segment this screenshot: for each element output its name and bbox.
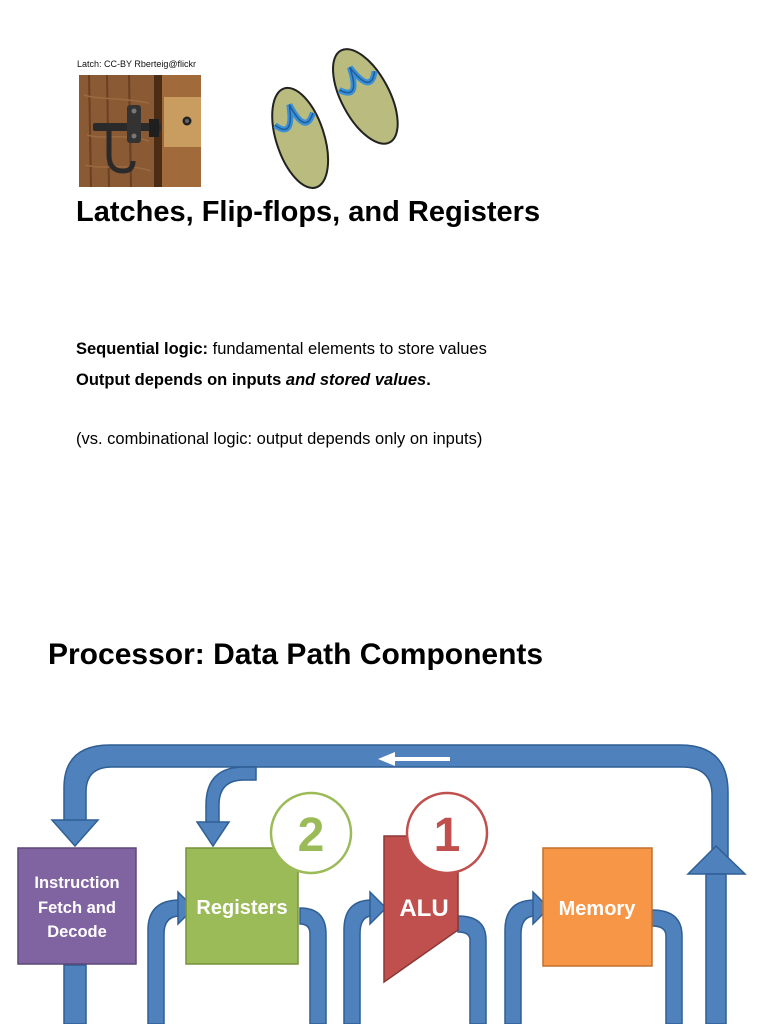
sequential-logic-line: Sequential logic: fundamental elements t… (76, 340, 487, 359)
direction-arrow (378, 752, 450, 766)
fetch-label-line3: Decode (47, 923, 107, 941)
slide-latches: Latch: CC-BY Rberteig@flickr Latches (76, 48, 541, 448)
combinational-note: (vs. combinational logic: output depends… (76, 430, 483, 448)
slide-data-path: Processor: Data Path Components (0, 600, 768, 1024)
flip-flops-image (271, 48, 399, 189)
memory-box (542, 847, 653, 967)
data-path-diagram: Instruction Fetch and Decode Registers 2… (17, 744, 747, 1024)
image-credit: Latch: CC-BY Rberteig@flickr (77, 59, 197, 69)
slide-title: Latches, Flip-flops, and Registers (76, 196, 541, 228)
registers-label: Registers (196, 897, 287, 919)
fetch-label-line2: Fetch and (38, 899, 116, 917)
alu-label: ALU (399, 895, 448, 922)
latch-photo (79, 75, 201, 187)
output-depends-end: . (426, 371, 431, 389)
sequential-logic-term: Sequential logic: (76, 340, 209, 358)
fetch-decode-box (17, 847, 137, 965)
badge-2 (269, 791, 353, 875)
sequential-logic-definition: fundamental elements to store values (208, 340, 487, 358)
fetch-label-line1: Instruction (34, 874, 119, 892)
bus-arrows (50, 744, 747, 1024)
registers-box (185, 847, 299, 965)
badge-1 (405, 791, 489, 875)
output-depends-line: Output depends on inputs and stored valu… (76, 371, 431, 390)
output-depends-text: Output depends on inputs (76, 371, 286, 389)
badge-2-number: 2 (298, 809, 325, 862)
memory-label: Memory (559, 898, 637, 920)
badge-1-number: 1 (434, 809, 461, 862)
slide-title: Processor: Data Path Components (48, 638, 544, 671)
stored-values-emphasis: and stored values (285, 371, 427, 389)
